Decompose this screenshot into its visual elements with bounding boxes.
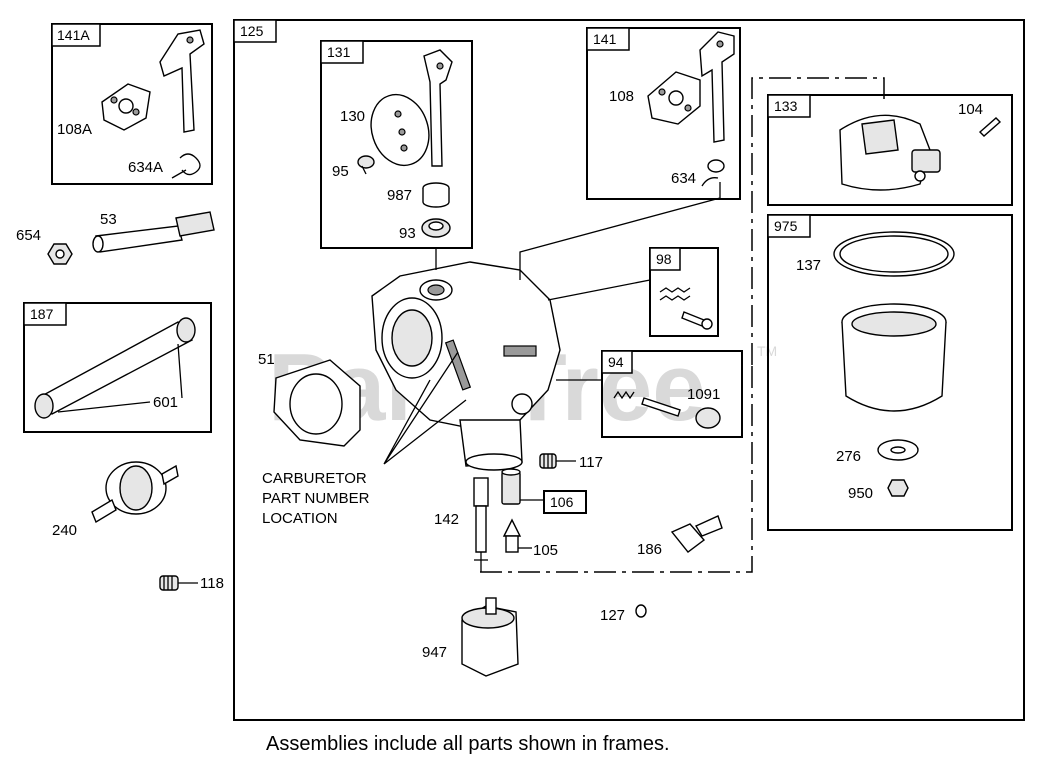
leader-carb-location	[383, 351, 467, 465]
needle-105[interactable]	[502, 518, 522, 553]
frame-106[interactable]: 106	[543, 490, 587, 514]
idle-screw-98[interactable]	[659, 287, 713, 330]
float-133[interactable]	[839, 114, 941, 191]
frame-98-label: 98	[656, 251, 672, 267]
frame-133-label: 133	[774, 98, 798, 114]
label-130: 130	[340, 108, 365, 125]
screw-950[interactable]	[887, 479, 909, 497]
frame-141A[interactable]: 141A	[51, 23, 213, 185]
label-117: 117	[579, 454, 603, 471]
frame-975[interactable]: 975	[767, 214, 1013, 531]
elbow-186[interactable]	[670, 515, 723, 553]
main-jet-142[interactable]	[473, 477, 489, 572]
callout-line1: CARBURETOR	[262, 470, 367, 487]
footer-note: Assemblies include all parts shown in fr…	[266, 733, 670, 755]
frame-125[interactable]: 125	[233, 19, 1025, 721]
label-601: 601	[153, 394, 178, 411]
washer-127[interactable]	[635, 604, 647, 618]
label-108: 108	[609, 88, 634, 105]
label-104: 104	[958, 101, 983, 118]
frame-187[interactable]: 187	[23, 302, 212, 433]
label-118: 118	[200, 575, 224, 592]
fuel-filter-240[interactable]	[91, 461, 179, 524]
dash-connector-top	[751, 77, 885, 365]
label-142: 142	[434, 511, 459, 528]
seal-987[interactable]	[422, 182, 450, 208]
float-bowl-975[interactable]	[841, 303, 947, 412]
nut-654[interactable]	[47, 243, 73, 265]
label-276: 276	[836, 448, 861, 465]
frame-94[interactable]: 94	[601, 350, 743, 438]
frame-106-label: 106	[550, 494, 574, 510]
label-240: 240	[52, 522, 77, 539]
label-950: 950	[848, 485, 873, 502]
seal-93[interactable]	[421, 218, 451, 238]
frame-187-label: 187	[30, 306, 54, 322]
throttle-plate-108A[interactable]	[101, 83, 151, 131]
leader-98-carb	[547, 279, 651, 301]
frame-131[interactable]: 131	[320, 40, 473, 249]
frame-94-label: 94	[608, 354, 624, 370]
label-987: 987	[387, 187, 412, 204]
gasket-51[interactable]	[273, 359, 361, 447]
label-53: 53	[100, 211, 117, 228]
fitting-53[interactable]	[92, 211, 215, 253]
label-137: 137	[796, 257, 821, 274]
dash-connector-bottom	[480, 365, 753, 573]
spring-634[interactable]	[701, 159, 725, 187]
label-634: 634	[671, 170, 696, 187]
frame-141A-label: 141A	[57, 27, 90, 43]
jet-117[interactable]	[539, 453, 557, 469]
jet-118[interactable]	[159, 575, 179, 591]
throttle-shaft-141[interactable]	[699, 31, 735, 143]
pin-104[interactable]	[978, 117, 1002, 137]
spring-634A[interactable]	[171, 153, 201, 179]
throttle-shaft-141A[interactable]	[159, 29, 205, 133]
choke-shaft-131[interactable]	[423, 49, 453, 167]
label-51: 51	[258, 351, 275, 368]
screw-95[interactable]	[357, 155, 375, 175]
choke-plate-130[interactable]	[362, 87, 438, 173]
frame-141-label: 141	[593, 31, 617, 47]
gasket-137[interactable]	[833, 231, 955, 277]
frame-975-label: 975	[774, 218, 798, 234]
label-947: 947	[422, 644, 447, 661]
callout-line3: LOCATION	[262, 510, 338, 527]
callout-line2: PART NUMBER	[262, 490, 370, 507]
label-186: 186	[637, 541, 662, 558]
label-127: 127	[600, 607, 625, 624]
label-95: 95	[332, 163, 349, 180]
label-108A: 108A	[57, 121, 92, 138]
carburetor-body[interactable]	[371, 261, 561, 471]
leader-141-carb	[519, 182, 721, 280]
label-105: 105	[533, 542, 558, 559]
label-654: 654	[16, 227, 41, 244]
frame-133[interactable]: 133	[767, 94, 1013, 206]
frame-98[interactable]: 98	[649, 247, 719, 337]
label-634A: 634A	[128, 159, 163, 176]
solenoid-947[interactable]	[461, 597, 519, 677]
nozzle-106[interactable]	[501, 468, 521, 505]
mixture-screw-94[interactable]	[613, 390, 721, 429]
frame-131-label: 131	[327, 44, 351, 60]
throttle-plate-108[interactable]	[647, 71, 701, 125]
leader-601	[57, 343, 183, 413]
fuel-line-187[interactable]	[34, 317, 196, 419]
frame-125-label: 125	[240, 23, 264, 39]
washer-276[interactable]	[877, 439, 919, 461]
label-93: 93	[399, 225, 416, 242]
frame-141[interactable]: 141	[586, 27, 741, 200]
label-1091: 1091	[687, 386, 720, 403]
